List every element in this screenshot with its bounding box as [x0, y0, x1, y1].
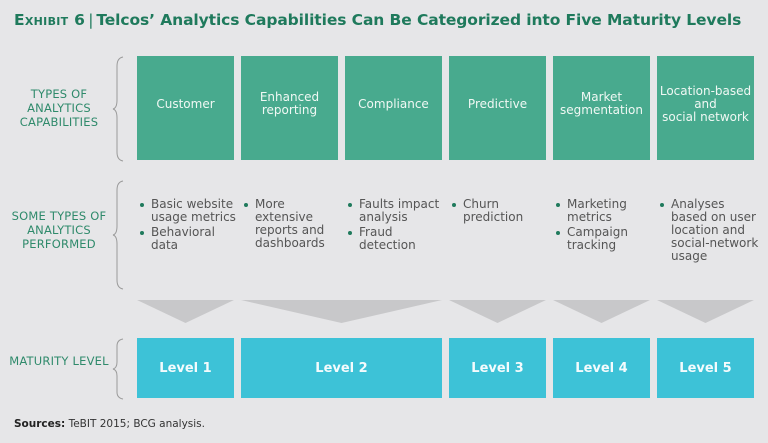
funnel-arrow-level-2 [241, 300, 442, 323]
capability-box-customer: Customer [137, 56, 234, 160]
capability-box-enhanced-reporting: Enhanced reporting [241, 56, 338, 160]
analysis-item: Faults impact analysis [347, 198, 447, 224]
analyses-column-5: Marketing metrics Campaign tracking [555, 198, 655, 254]
bullet-icon [556, 203, 560, 207]
analyses-column-4: Churn prediction [451, 198, 551, 226]
sources-label: Sources: [14, 418, 66, 430]
bullet-icon [452, 203, 456, 207]
capability-box-location-social: Location-based and social network [657, 56, 754, 160]
bullet-icon [140, 203, 144, 207]
row-label-analyses: Some types of analytics performed [11, 209, 107, 251]
analysis-item: Fraud detection [347, 226, 447, 252]
analysis-item: Basic website usage metrics [139, 198, 239, 224]
row-label-capabilities: Types of analytics capabilities [19, 87, 99, 129]
title-separator: | [88, 11, 94, 29]
funnel-arrow-level-5 [657, 300, 754, 323]
brace-analyses-icon [112, 180, 124, 290]
row-label-maturity: Maturity level [9, 354, 109, 368]
bullet-icon [348, 203, 352, 207]
exhibit-number: Exhibit 6 [14, 11, 86, 29]
brace-maturity-icon [112, 338, 124, 400]
bullet-icon [348, 231, 352, 235]
level-box-2: Level 2 [241, 338, 442, 398]
capability-box-market-segmentation: Market segmentation [553, 56, 650, 160]
analyses-column-3: Faults impact analysis Fraud detection [347, 198, 447, 254]
sources-text: TeBIT 2015; BCG analysis. [68, 418, 205, 430]
funnel-arrow-level-3 [449, 300, 546, 323]
analyses-column-2: More extensive reports and dashboards [243, 198, 343, 252]
brace-capabilities-icon [112, 56, 124, 162]
level-box-5: Level 5 [657, 338, 754, 398]
bullet-icon [660, 203, 664, 207]
capability-box-compliance: Compliance [345, 56, 442, 160]
analyses-column-6: Analyses based on user location and soci… [659, 198, 763, 265]
analysis-item: Campaign tracking [555, 226, 655, 252]
analysis-item: More extensive reports and dashboards [243, 198, 343, 250]
analysis-item: Marketing metrics [555, 198, 655, 224]
bullet-icon [244, 203, 248, 207]
funnel-arrow-level-1 [137, 300, 234, 323]
bullet-icon [556, 231, 560, 235]
capability-box-predictive: Predictive [449, 56, 546, 160]
analysis-item: Analyses based on user location and soci… [659, 198, 763, 263]
analysis-item: Behavioral data [139, 226, 239, 252]
title-text: Telcos’ Analytics Capabilities Can Be Ca… [96, 11, 742, 29]
level-box-3: Level 3 [449, 338, 546, 398]
sources-note: Sources: TeBIT 2015; BCG analysis. [14, 418, 205, 430]
bullet-icon [140, 231, 144, 235]
funnel-arrow-level-4 [553, 300, 650, 323]
level-box-1: Level 1 [137, 338, 234, 398]
exhibit-title: Exhibit 6|Telcos’ Analytics Capabilities… [14, 11, 741, 29]
level-box-4: Level 4 [553, 338, 650, 398]
analysis-item: Churn prediction [451, 198, 551, 224]
analyses-column-1: Basic website usage metrics Behavioral d… [139, 198, 239, 254]
